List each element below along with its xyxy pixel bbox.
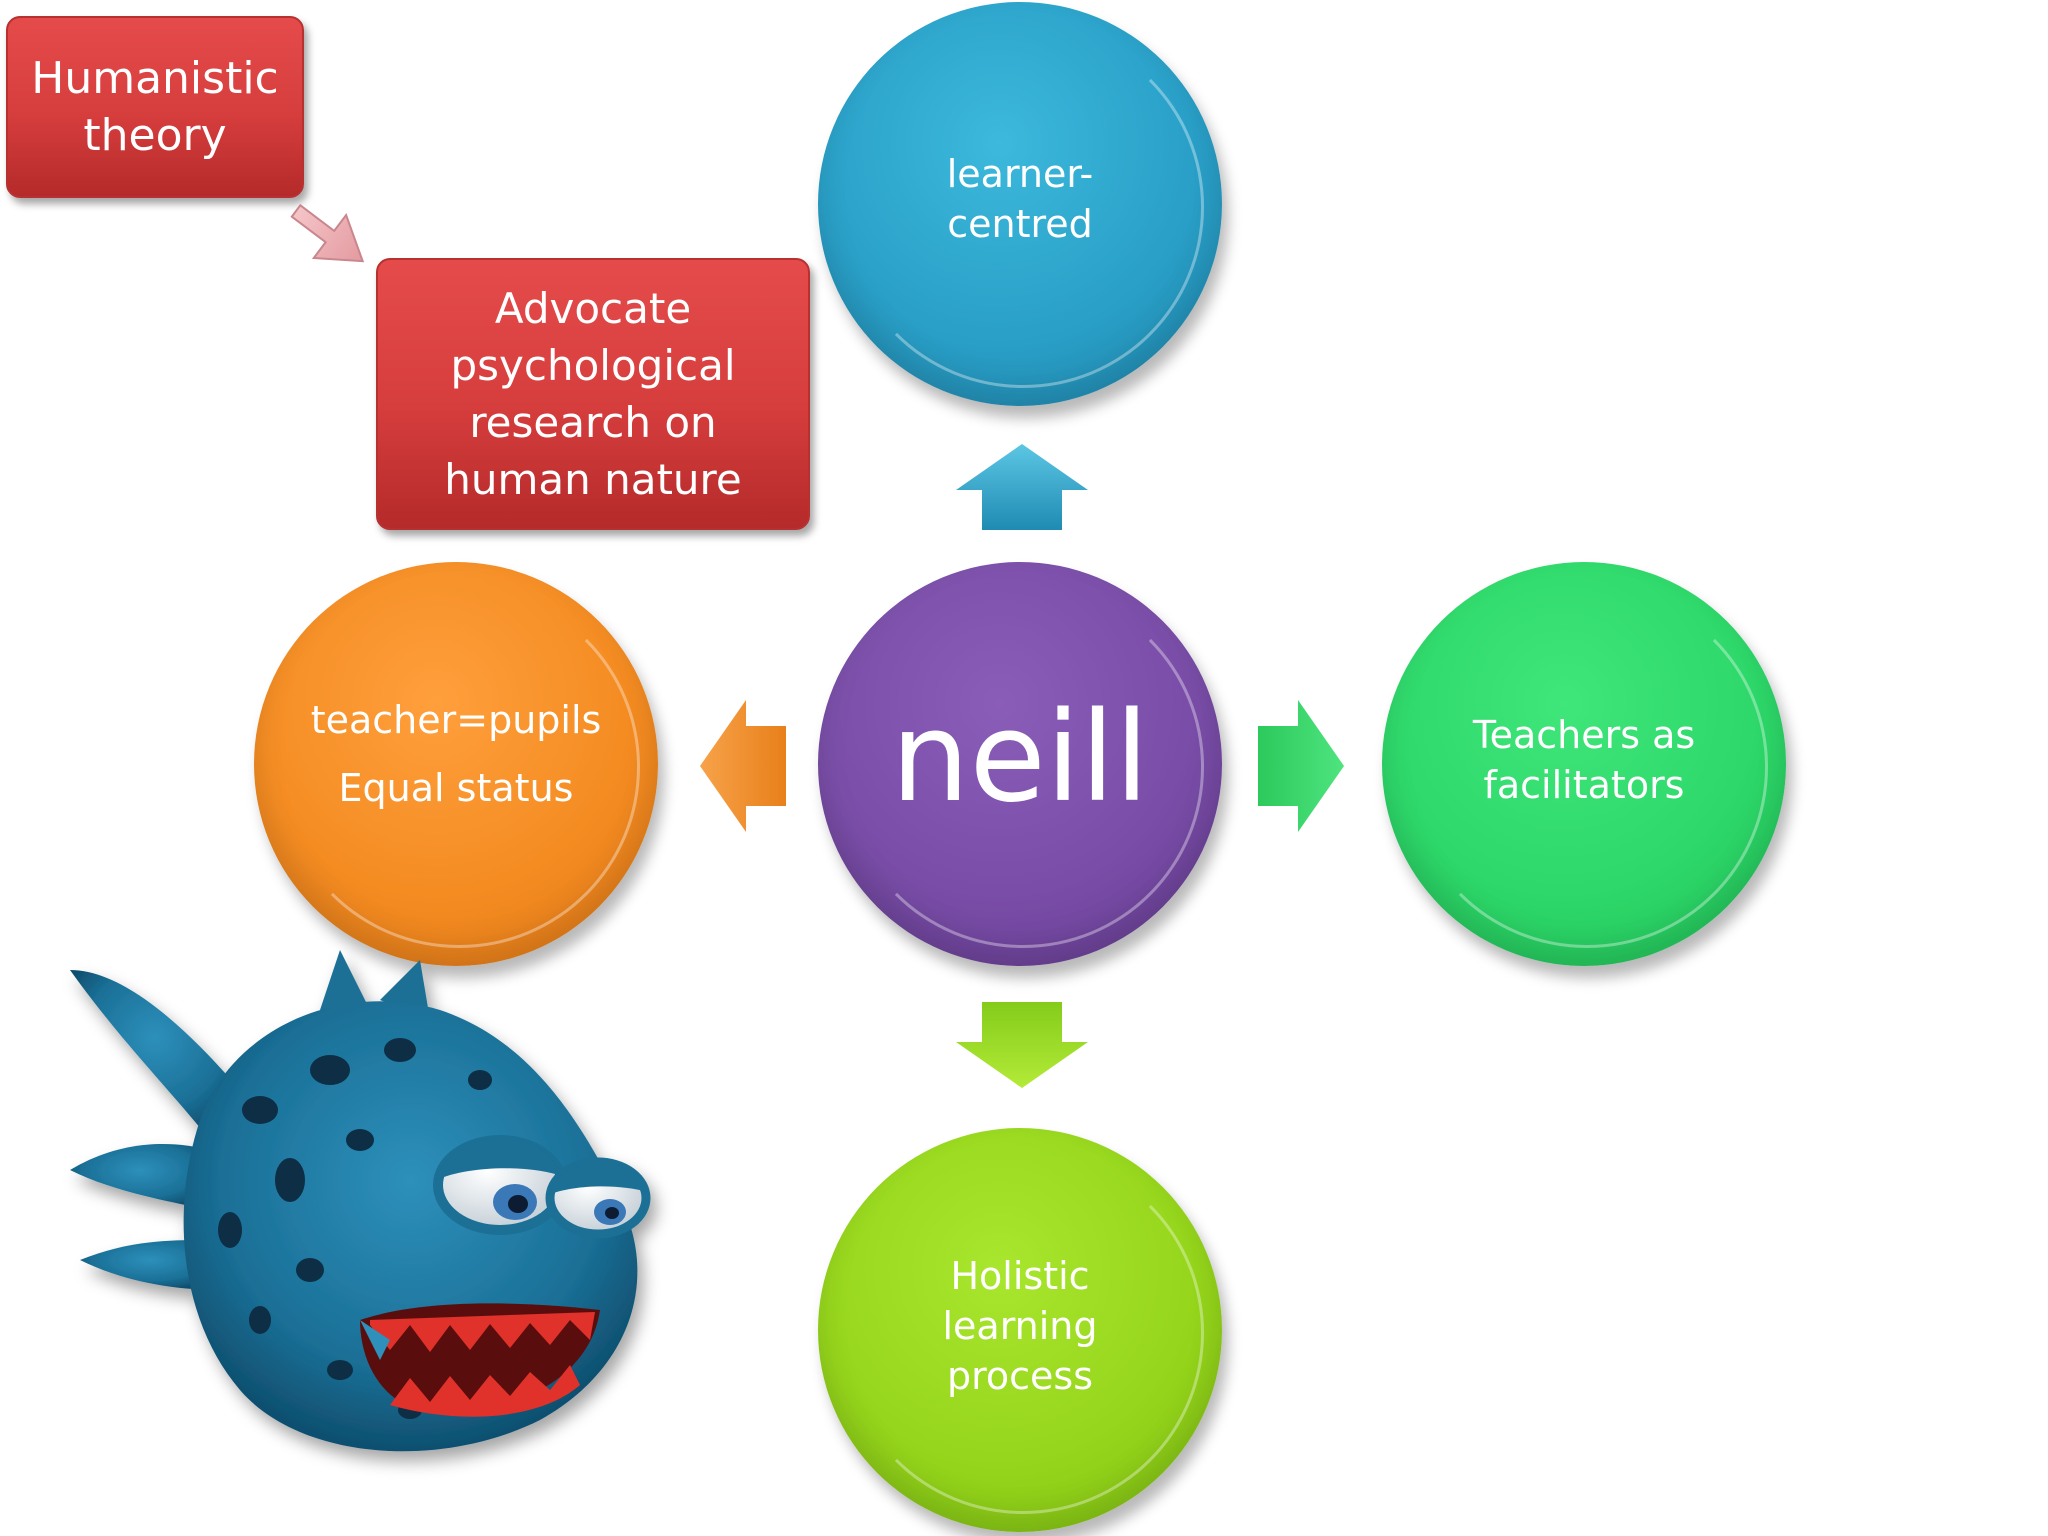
learner-centred-circle: learner- centred	[818, 2, 1222, 406]
blue-spotted-fish-icon	[70, 950, 651, 1452]
teachers-facilitators-label: Teachers as facilitators	[1472, 713, 1696, 807]
advocate-label: Advocate psychological research on human…	[444, 284, 742, 504]
neill-center-circle: neill	[818, 562, 1222, 966]
holistic-learning-label: Holistic learning process	[942, 1254, 1098, 1398]
humanistic-theory-label: Humanistic theory	[31, 53, 279, 161]
arrow-down-icon	[956, 1002, 1088, 1088]
teacher-equal-status-circle: teacher=pupils Equal status	[254, 562, 658, 966]
arrow-up-icon	[956, 444, 1088, 530]
arrow-left-icon	[700, 700, 786, 832]
arrow-right-icon	[1258, 700, 1344, 832]
pink-arrow-icon	[290, 203, 365, 263]
equal-status-label: Equal status	[338, 766, 574, 810]
learner-centred-label: learner- centred	[946, 152, 1094, 246]
advocate-box: Advocate psychological research on human…	[376, 258, 810, 530]
neill-label: neill	[890, 686, 1150, 830]
teachers-facilitators-circle: Teachers as facilitators	[1382, 562, 1786, 966]
holistic-learning-circle: Holistic learning process	[818, 1128, 1222, 1532]
teacher-pupils-label: teacher=pupils	[310, 698, 602, 742]
humanistic-theory-box: Humanistic theory	[6, 16, 304, 198]
